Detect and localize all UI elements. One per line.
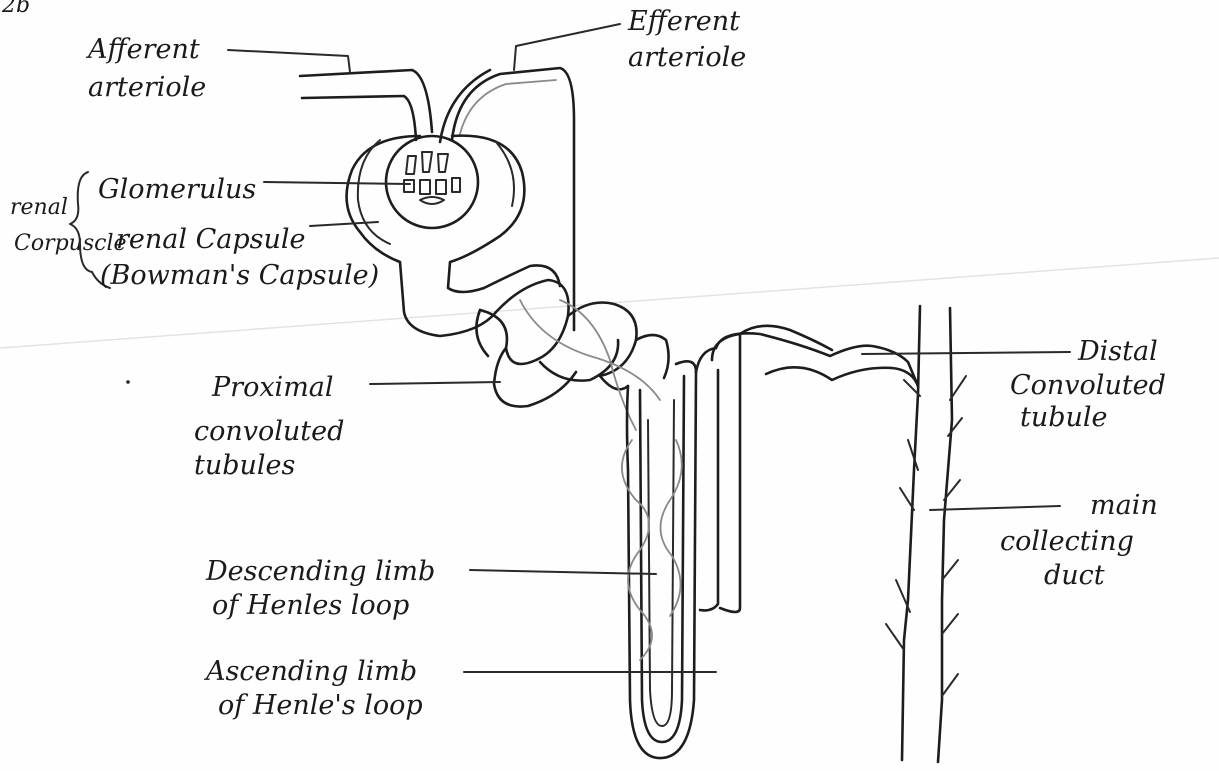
corpuscle-brace xyxy=(70,172,92,272)
loop-of-henle xyxy=(622,334,740,758)
label-ascending-2: of Henle's loop xyxy=(218,690,423,721)
label-collecting-1: main xyxy=(1090,490,1158,521)
label-renal-capsule: renal Capsule xyxy=(116,224,306,255)
label-glomerulus: Glomerulus xyxy=(98,174,256,205)
label-descending-1: Descending limb xyxy=(205,556,435,587)
label-afferent-1: Afferent xyxy=(85,34,200,65)
label-efferent-2: arteriole xyxy=(628,42,746,73)
label-distal-3: tubule xyxy=(1020,402,1108,433)
label-descending-2: of Henles loop xyxy=(212,590,409,621)
distal-convoluted-tubule xyxy=(700,326,918,612)
label-distal-2: Convoluted xyxy=(1010,370,1166,401)
corner-mark: 2b xyxy=(1,0,30,18)
label-proximal-2: convoluted xyxy=(194,416,344,447)
afferent-arteriole xyxy=(300,70,432,140)
label-renal-corpuscle-1: renal xyxy=(10,195,68,220)
stray-dot xyxy=(126,380,130,384)
label-collecting-2: collecting xyxy=(1000,526,1134,557)
label-collecting-3: duct xyxy=(1044,560,1105,591)
collecting-duct xyxy=(886,306,966,762)
label-efferent-1: Efferent xyxy=(627,6,740,37)
label-afferent-2: arteriole xyxy=(88,72,206,103)
label-renal-corpuscle-2: Corpuscle xyxy=(14,231,127,256)
labels: Afferent arteriole Efferent arteriole re… xyxy=(10,6,1166,721)
label-proximal-1: Proximal xyxy=(211,372,334,403)
label-ascending-1: Ascending limb xyxy=(203,656,417,687)
bowmans-capsule xyxy=(347,136,525,336)
label-bowmans-capsule: (Bowman's Capsule) xyxy=(100,260,379,291)
glomerulus xyxy=(386,136,478,228)
label-distal-1: Distal xyxy=(1077,336,1158,367)
label-proximal-3: tubules xyxy=(194,450,295,481)
